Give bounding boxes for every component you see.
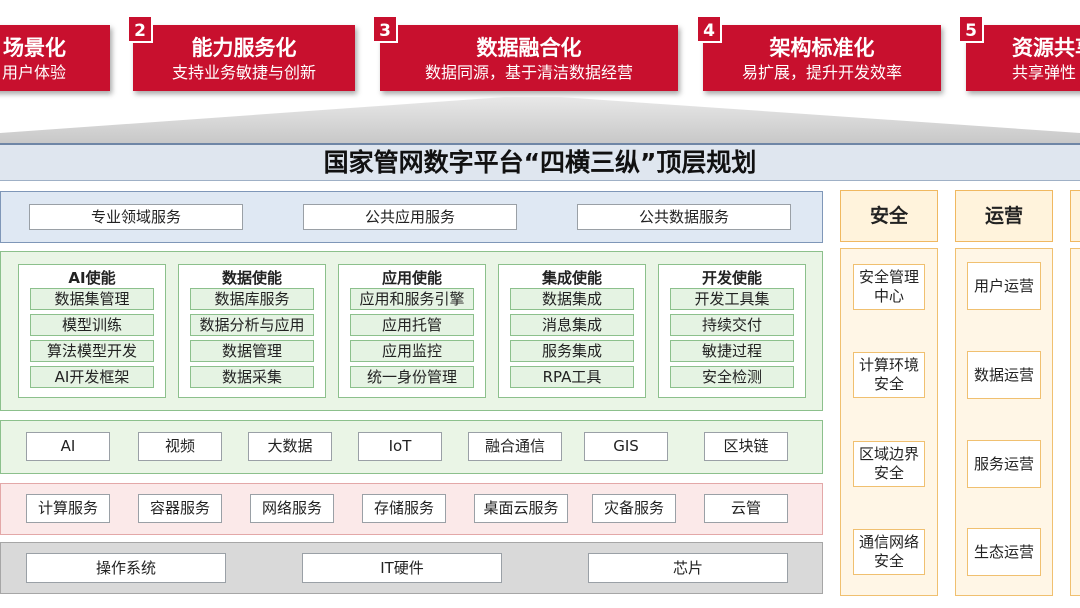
security-item: 通信网络安全 (853, 529, 925, 575)
security-item-label: 区域边界安全 (859, 445, 920, 482)
principle-banner-5: 资源共享 共享弹性 (966, 25, 1080, 91)
capability-item: 数据集管理 (30, 288, 154, 310)
technology-box: AI (26, 432, 110, 461)
technology-box: 区块链 (704, 432, 788, 461)
capability-item: 应用和服务引擎 (350, 288, 474, 310)
enablement-column-dev: 开发使能 开发工具集 持续交付 敏捷过程 安全检测 (658, 264, 806, 398)
column-title: 数据使能 (221, 269, 282, 287)
security-item-label: 安全管理中心 (859, 268, 920, 305)
infrastructure-box: 存储服务 (362, 494, 446, 523)
security-item: 区域边界安全 (853, 441, 925, 487)
principle-subtitle: 数据同源，基于清洁数据经营 (424, 63, 633, 82)
third-column-edge (1070, 190, 1080, 242)
third-column-edge (1070, 248, 1080, 596)
technology-box: 融合通信 (468, 432, 562, 461)
operations-item: 生态运营 (967, 528, 1041, 576)
enablement-column-ai: AI使能 数据集管理 模型训练 算法模型开发 AI开发框架 (18, 264, 166, 398)
principle-banner-1: 场景化 用户体验 (0, 25, 110, 91)
operations-item: 服务运营 (967, 440, 1041, 488)
capability-item: 模型训练 (30, 314, 154, 336)
technology-box: GIS (584, 432, 668, 461)
infrastructure-box: 云管 (704, 494, 788, 523)
infrastructure-box: 灾备服务 (592, 494, 676, 523)
principle-subtitle: 共享弹性 (1012, 63, 1077, 82)
infrastructure-box: 计算服务 (26, 494, 110, 523)
principle-number-badge: 2 (127, 15, 153, 43)
operations-header: 运营 (955, 190, 1053, 242)
column-title: 开发使能 (701, 269, 762, 287)
capability-item: 算法模型开发 (30, 340, 154, 362)
enablement-column-app: 应用使能 应用和服务引擎 应用托管 应用监控 统一身份管理 (338, 264, 486, 398)
capability-item: 开发工具集 (670, 288, 794, 310)
infrastructure-layer (0, 483, 823, 535)
capability-item: 持续交付 (670, 314, 794, 336)
principle-title: 架构标准化 (769, 36, 875, 60)
platform-title: 国家管网数字平台“四横三纵”顶层规划 (0, 143, 1080, 181)
base-box: 操作系统 (26, 553, 226, 583)
principle-title: 场景化 (3, 36, 66, 60)
principle-title: 能力服务化 (191, 36, 297, 60)
capability-item: 消息集成 (510, 314, 634, 336)
capability-item: 数据库服务 (190, 288, 314, 310)
security-header: 安全 (840, 190, 938, 242)
technology-box: IoT (358, 432, 442, 461)
capability-item: 敏捷过程 (670, 340, 794, 362)
perspective-trapezoid (0, 97, 1080, 143)
security-item-label: 通信网络安全 (859, 533, 920, 570)
security-item-label: 计算环境安全 (859, 356, 920, 393)
service-box: 公共应用服务 (303, 204, 517, 230)
base-box: 芯片 (588, 553, 788, 583)
technology-box: 大数据 (248, 432, 332, 461)
capability-item: 统一身份管理 (350, 366, 474, 388)
principle-title: 数据融合化 (476, 36, 582, 60)
column-title: 应用使能 (381, 269, 442, 287)
capability-item: 应用监控 (350, 340, 474, 362)
capability-item: RPA工具 (510, 366, 634, 388)
capability-item: AI开发框架 (30, 366, 154, 388)
infrastructure-box: 桌面云服务 (474, 494, 568, 523)
principle-banner-3: 数据融合化 数据同源，基于清洁数据经营 (380, 25, 678, 91)
principle-number-badge: 4 (696, 15, 722, 43)
principle-subtitle: 易扩展，提升开发效率 (741, 63, 902, 82)
column-title: 集成使能 (541, 269, 602, 287)
technology-box: 视频 (138, 432, 222, 461)
capability-item: 数据分析与应用 (190, 314, 314, 336)
principle-banner-4: 架构标准化 易扩展，提升开发效率 (703, 25, 941, 91)
base-box: IT硬件 (302, 553, 502, 583)
column-title: AI使能 (68, 269, 116, 287)
principle-banner-2: 能力服务化 支持业务敏捷与创新 (133, 25, 355, 91)
capability-item: 数据采集 (190, 366, 314, 388)
enablement-column-integration: 集成使能 数据集成 消息集成 服务集成 RPA工具 (498, 264, 646, 398)
security-item: 安全管理中心 (853, 264, 925, 310)
infrastructure-box: 容器服务 (138, 494, 222, 523)
capability-item: 安全检测 (670, 366, 794, 388)
capability-item: 数据集成 (510, 288, 634, 310)
capability-item: 服务集成 (510, 340, 634, 362)
security-item: 计算环境安全 (853, 352, 925, 398)
enablement-column-data: 数据使能 数据库服务 数据分析与应用 数据管理 数据采集 (178, 264, 326, 398)
operations-item: 用户运营 (967, 262, 1041, 310)
principle-number-badge: 5 (958, 15, 984, 43)
principle-subtitle: 用户体验 (1, 63, 66, 82)
principle-subtitle: 支持业务敏捷与创新 (171, 63, 316, 82)
principle-number-badge: 3 (372, 15, 398, 43)
infrastructure-box: 网络服务 (250, 494, 334, 523)
service-box: 公共数据服务 (577, 204, 791, 230)
capability-item: 应用托管 (350, 314, 474, 336)
capability-item: 数据管理 (190, 340, 314, 362)
service-box: 专业领域服务 (29, 204, 243, 230)
principle-title: 资源共享 (1012, 36, 1080, 60)
operations-item: 数据运营 (967, 351, 1041, 399)
